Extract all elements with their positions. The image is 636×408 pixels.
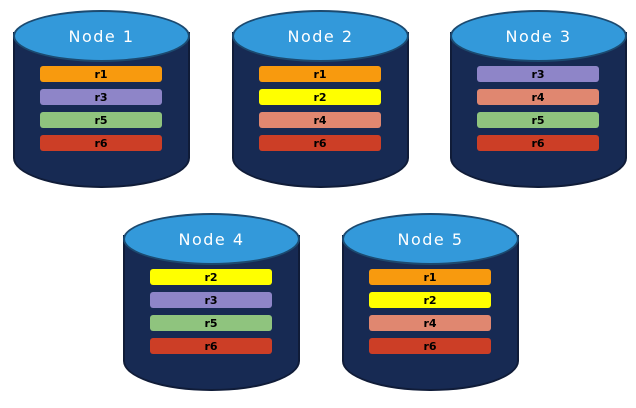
node-cylinder-top xyxy=(232,10,409,62)
replica-bar[interactable]: r5 xyxy=(40,112,162,128)
replica-bar[interactable]: r5 xyxy=(477,112,599,128)
replica-list: r1 r2 r4 r6 xyxy=(259,66,381,151)
replica-list: r2 r3 r5 r6 xyxy=(150,269,272,354)
node-cylinder-top xyxy=(123,213,300,265)
replica-bar[interactable]: r1 xyxy=(259,66,381,82)
replica-bar[interactable]: r4 xyxy=(369,315,491,331)
node-cylinder-top xyxy=(450,10,627,62)
replica-bar[interactable]: r5 xyxy=(150,315,272,331)
replica-bar[interactable]: r3 xyxy=(150,292,272,308)
node-cylinder-top xyxy=(342,213,519,265)
replica-bar[interactable]: r6 xyxy=(150,338,272,354)
replica-list: r1 r2 r4 r6 xyxy=(369,269,491,354)
replica-bar[interactable]: r2 xyxy=(259,89,381,105)
replica-list: r1 r3 r5 r6 xyxy=(40,66,162,151)
replica-bar[interactable]: r4 xyxy=(477,89,599,105)
replica-bar[interactable]: r1 xyxy=(369,269,491,285)
replica-bar[interactable]: r3 xyxy=(40,89,162,105)
replica-bar[interactable]: r4 xyxy=(259,112,381,128)
replica-bar[interactable]: r2 xyxy=(369,292,491,308)
replica-bar[interactable]: r6 xyxy=(477,135,599,151)
replica-list: r3 r4 r5 r6 xyxy=(477,66,599,151)
replica-bar[interactable]: r3 xyxy=(477,66,599,82)
replica-bar[interactable]: r2 xyxy=(150,269,272,285)
node-cylinder-top xyxy=(13,10,190,62)
replica-bar[interactable]: r6 xyxy=(259,135,381,151)
replica-bar[interactable]: r1 xyxy=(40,66,162,82)
node-cylinder-body xyxy=(123,235,300,391)
replica-bar[interactable]: r6 xyxy=(40,135,162,151)
replica-bar[interactable]: r6 xyxy=(369,338,491,354)
